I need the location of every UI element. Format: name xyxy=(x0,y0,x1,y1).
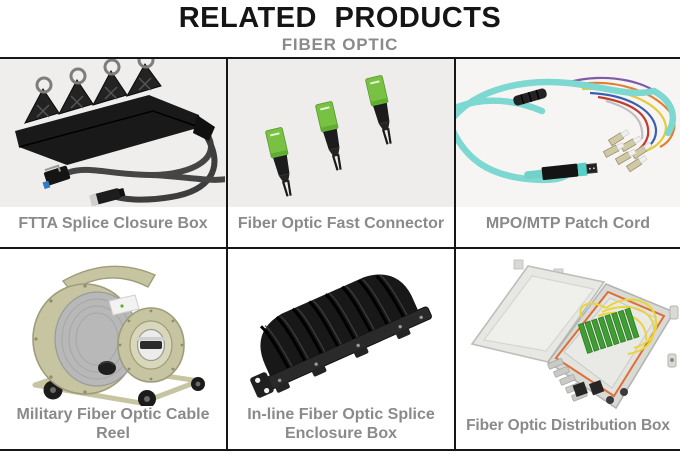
product-cell-inline-fiber-optic-splice-enclosure-box[interactable]: In-line Fiber Optic Splice Enclosure Box xyxy=(228,249,456,449)
mpo-mtp-patch-cord-icon xyxy=(456,59,680,207)
product-cell-fiber-optic-fast-connector[interactable]: Fiber Optic Fast Connector xyxy=(228,59,456,249)
product-cell-ftta-splice-closure-box[interactable]: FTTA Splice Closure Box xyxy=(0,59,228,249)
mpo-mtp-patch-cord-image xyxy=(456,59,680,207)
fiber-optic-distribution-box-image xyxy=(456,249,680,409)
product-caption: Fiber Optic Distribution Box xyxy=(466,417,670,435)
ftta-splice-closure-box-icon xyxy=(1,59,225,207)
military-fiber-optic-cable-reel-icon xyxy=(1,249,225,407)
product-cell-mpo-mtp-patch-cord[interactable]: MPO/MTP Patch Cord xyxy=(456,59,680,249)
product-caption: MPO/MTP Patch Cord xyxy=(485,214,651,232)
fiber-optic-distribution-box-icon xyxy=(456,249,680,409)
inline-fiber-optic-splice-enclosure-box-image xyxy=(228,249,454,407)
inline-fiber-optic-splice-enclosure-box-icon xyxy=(229,249,453,407)
section-title: RELATED PRODUCTS xyxy=(178,2,502,34)
military-fiber-optic-cable-reel-image xyxy=(0,249,226,407)
product-caption: Fiber Optic Fast Connector xyxy=(237,214,445,232)
fiber-optic-fast-connector-icon xyxy=(229,59,453,207)
product-caption: Military Fiber Optic Cable Reel xyxy=(16,406,210,442)
products-grid: FTTA Splice Closure Box xyxy=(0,57,680,451)
ftta-splice-closure-box-image xyxy=(0,59,226,207)
section-subtitle: FIBER OPTIC xyxy=(281,35,399,54)
fiber-optic-fast-connector-image xyxy=(228,59,454,207)
product-cell-military-fiber-optic-cable-reel[interactable]: Military Fiber Optic Cable Reel xyxy=(0,249,228,449)
product-cell-fiber-optic-distribution-box[interactable]: Fiber Optic Distribution Box xyxy=(456,249,680,449)
product-caption: FTTA Splice Closure Box xyxy=(18,214,208,232)
product-caption: In-line Fiber Optic Splice Enclosure Box xyxy=(247,406,435,442)
